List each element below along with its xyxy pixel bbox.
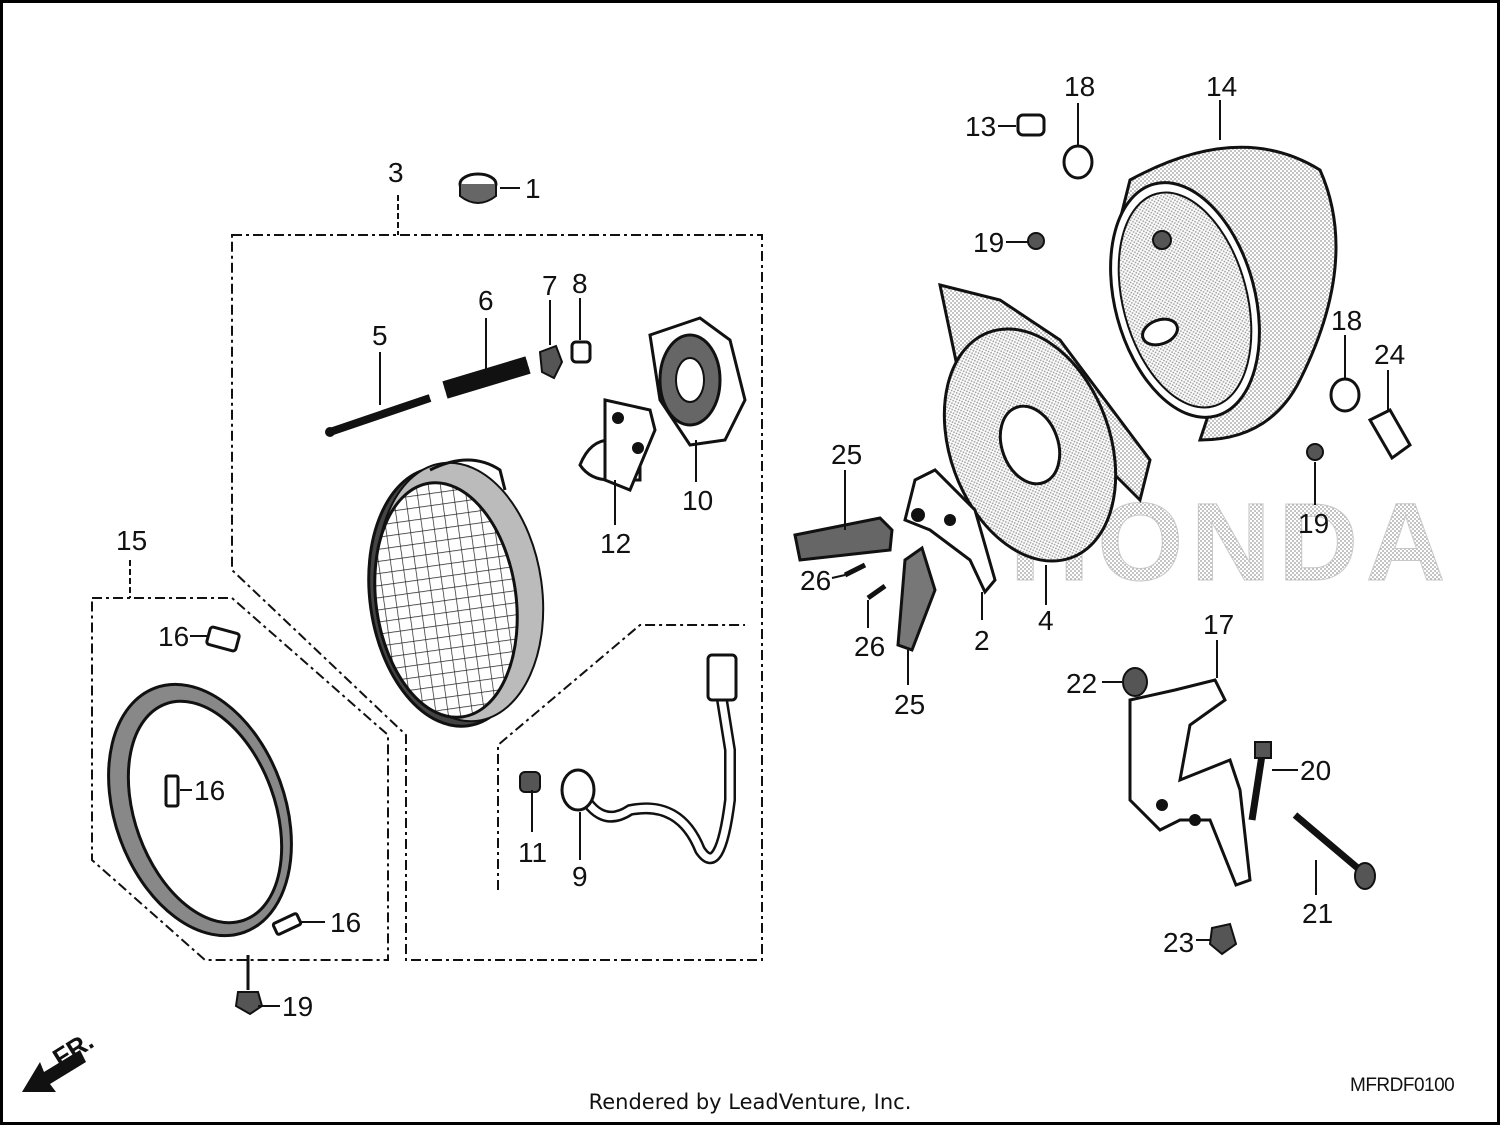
headlight-unit (367, 458, 545, 728)
callout-16-top: 16 (158, 621, 189, 652)
callout-8: 8 (572, 268, 588, 299)
cap-part-1 (458, 172, 498, 204)
callout-11: 11 (518, 837, 547, 868)
callout-5: 5 (372, 320, 388, 351)
grommet-part-18-right (1329, 377, 1361, 413)
nut-part-23 (1208, 922, 1238, 956)
callout-7: 7 (542, 270, 558, 301)
spring-part-6 (442, 356, 531, 399)
bracket-part-17 (1128, 678, 1252, 887)
callout-labels: 1 3 5 6 7 8 10 12 15 16 16 16 19 11 9 13… (116, 71, 1405, 1022)
front-direction-arrow: FR. (22, 1025, 99, 1092)
group-box-rim (91, 597, 389, 961)
callout-17: 17 (1203, 609, 1234, 640)
callout-9: 9 (572, 861, 588, 892)
collar-part-8 (570, 340, 592, 364)
bolt-part-20 (1248, 741, 1272, 821)
screw-part-19-rim (234, 955, 264, 1016)
callout-19-top: 19 (973, 227, 1004, 258)
bolt-part-21 (1292, 812, 1376, 890)
socket-wire-part-9 (560, 653, 738, 865)
callout-19-right: 19 (1298, 508, 1329, 539)
clip-part-16-mid (164, 774, 180, 808)
bracket-part-25-lower (896, 545, 937, 652)
callout-16-mid: 16 (194, 775, 225, 806)
callout-20: 20 (1300, 755, 1331, 786)
callout-26-b: 26 (854, 631, 885, 662)
callout-14: 14 (1206, 71, 1237, 102)
callout-26-a: 26 (800, 565, 831, 596)
clip-part-16-low (271, 912, 303, 936)
callout-22: 22 (1066, 668, 1097, 699)
position-bulb-part-11 (519, 771, 541, 793)
leader-lines (180, 100, 1389, 1007)
callout-18-right: 18 (1331, 305, 1362, 336)
callout-16-low: 16 (330, 907, 361, 938)
nut-part-7 (538, 344, 564, 380)
screw-part-19-right (1306, 443, 1324, 461)
callout-4: 4 (1038, 605, 1054, 636)
grommet-part-18-top (1062, 144, 1094, 180)
callout-3: 3 (388, 157, 404, 188)
group-box-headlight (231, 234, 763, 961)
callout-6: 6 (478, 285, 494, 316)
adjusting-screw-part-5 (325, 394, 432, 437)
collar-part-24 (1367, 408, 1412, 461)
callout-13: 13 (965, 111, 996, 142)
collar-part-13 (1016, 113, 1046, 137)
socket-cover-part-10 (648, 316, 747, 447)
rim-part-15 (107, 682, 293, 938)
callout-21: 21 (1302, 898, 1333, 929)
bulb-part-12 (578, 398, 657, 492)
bracket-part-25-upper (793, 516, 894, 562)
headlight-case-part-14 (1109, 145, 1338, 442)
callout-10: 10 (682, 485, 713, 516)
screw-part-19-top (1027, 232, 1045, 250)
diagram-code: MFRDF0100 (1350, 1075, 1455, 1096)
cover-part-4 (938, 282, 1152, 563)
footer-credit: Rendered by LeadVenture, Inc. (588, 1090, 912, 1114)
screw-part-26-a (843, 562, 867, 578)
callout-25-lower: 25 (894, 689, 925, 720)
clip-part-16-top (205, 625, 241, 653)
callout-24: 24 (1374, 339, 1405, 370)
callout-12: 12 (600, 528, 631, 559)
screw-part-26-b (866, 583, 887, 601)
callout-1: 1 (525, 173, 541, 204)
callout-19-rim: 19 (282, 991, 313, 1022)
callout-25-upper: 25 (831, 439, 862, 470)
callout-15: 15 (116, 525, 147, 556)
nut-part-22 (1122, 667, 1148, 697)
callout-18-top: 18 (1064, 71, 1095, 102)
callout-23: 23 (1163, 927, 1194, 958)
bracket-part-2 (903, 468, 997, 595)
callout-2: 2 (974, 625, 990, 656)
